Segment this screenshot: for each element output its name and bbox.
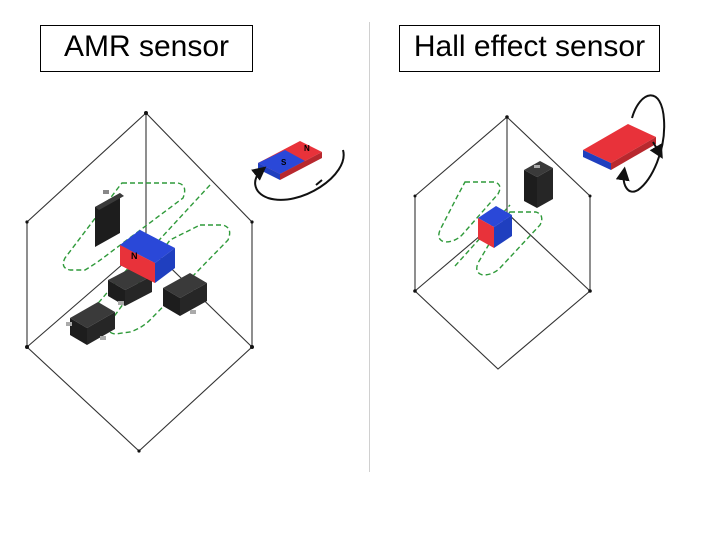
amr-sensor-title: AMR sensor	[40, 25, 253, 72]
hall-central-magnet	[478, 206, 512, 248]
hall-sensor-title-text: Hall effect sensor	[413, 30, 646, 63]
amr-central-magnet	[120, 230, 175, 283]
amr-frame-vertices	[25, 111, 254, 453]
amr-rotating-south-label: S	[281, 158, 287, 167]
panel-divider	[369, 22, 370, 472]
hall-isometric-frame	[414, 116, 591, 370]
hall-sensor-chip	[524, 161, 553, 208]
amr-sensor-chip-right	[163, 273, 207, 316]
amr-rotation-arrow	[251, 149, 345, 201]
hall-rotation-arrow	[615, 94, 666, 193]
amr-sensor-title-text: AMR sensor	[63, 30, 230, 63]
amr-sensor-chip-left	[66, 302, 115, 345]
hall-frame-vertices	[413, 115, 592, 293]
hall-rotating-magnet	[583, 124, 656, 170]
hall-sensor-title: Hall effect sensor	[399, 25, 660, 72]
amr-rotating-magnet	[258, 141, 322, 180]
amr-magnet-north-label: N	[131, 251, 138, 261]
amr-rotating-north-label: N	[304, 144, 310, 153]
amr-sensor-chip-back	[95, 190, 124, 247]
